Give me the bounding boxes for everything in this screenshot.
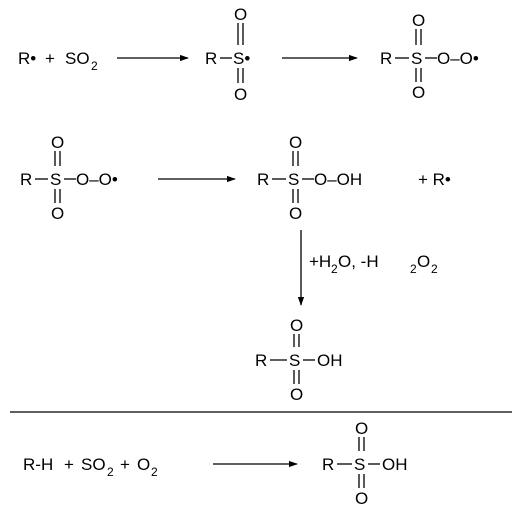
peroxysulfonyl-radical-reactant: R S O–O• O O: [20, 133, 118, 223]
o-top: O: [289, 133, 302, 152]
o-bottom: O: [289, 204, 302, 223]
o2-subscript: 2: [151, 465, 158, 479]
sulfonic-acid-product: R S OH O O: [322, 419, 408, 508]
oh-group: OH: [382, 455, 408, 474]
o-bottom: O: [51, 204, 64, 223]
oh-group: OH: [317, 351, 343, 370]
s-atom: S: [354, 455, 365, 474]
o-top: O: [412, 11, 425, 30]
rh-label: R-H: [23, 455, 53, 474]
plus-sign-1: +: [64, 455, 74, 474]
sulfonic-acid: R S OH O O: [255, 316, 343, 404]
condition-h2o2-o: O: [417, 252, 430, 271]
o-top: O: [355, 419, 368, 438]
so2-label: SO: [65, 49, 90, 68]
so2-subscript: 2: [91, 59, 98, 73]
overall-reaction: R-H + SO 2 + O 2 R S OH O O: [23, 419, 408, 508]
r-atom: R: [322, 455, 334, 474]
r-atom: R: [257, 170, 269, 189]
reaction-2: R S O–O• O O R S O–OH O O + R•: [20, 133, 451, 404]
peroxy-tail: O–O•: [76, 170, 118, 189]
r-atom: R: [380, 49, 392, 68]
o-top: O: [51, 133, 64, 152]
o-top: O: [234, 5, 247, 24]
condition-h2o: +H: [309, 252, 331, 271]
o-bottom: O: [412, 83, 425, 102]
o-bottom: O: [234, 85, 247, 104]
r-atom: R: [205, 49, 217, 68]
sulfonyl-radical: R S• O O: [205, 5, 250, 104]
o2-label: O: [137, 455, 150, 474]
peracid-tail: O–OH: [314, 170, 362, 189]
plus-r-radical: + R•: [418, 170, 451, 189]
radical-r: R•: [18, 49, 36, 68]
condition-h2o-subscript: 2: [331, 262, 338, 276]
condition-h2o2-subscript-2: 2: [431, 262, 438, 276]
reaction-1: R• + SO 2 R S• O O R S O–O• O: [18, 5, 479, 104]
condition-h2o2-subscript-1: 2: [410, 262, 417, 276]
s-atom: S•: [233, 49, 250, 68]
s-atom: S: [50, 170, 61, 189]
o-bottom: O: [355, 489, 368, 508]
peroxy-tail: O–O•: [437, 49, 479, 68]
s-atom: S: [411, 49, 422, 68]
so2-label: SO: [81, 455, 106, 474]
plus-sign-2: +: [120, 455, 130, 474]
plus-sign: +: [45, 49, 55, 68]
s-atom: S: [289, 351, 300, 370]
s-atom: S: [288, 170, 299, 189]
r-atom: R: [20, 170, 32, 189]
hydrolysis-condition: +H 2 O, -H 2 O 2: [309, 252, 438, 276]
o-bottom: O: [290, 385, 303, 404]
so2-subscript: 2: [107, 465, 114, 479]
o-top: O: [290, 316, 303, 335]
peroxysulfonic-acid: R S O–OH O O: [257, 133, 362, 223]
r-atom: R: [255, 351, 267, 370]
condition-h2o-tail: O, -H: [338, 252, 379, 271]
peroxysulfonyl-radical: R S O–O• O O: [380, 11, 479, 102]
